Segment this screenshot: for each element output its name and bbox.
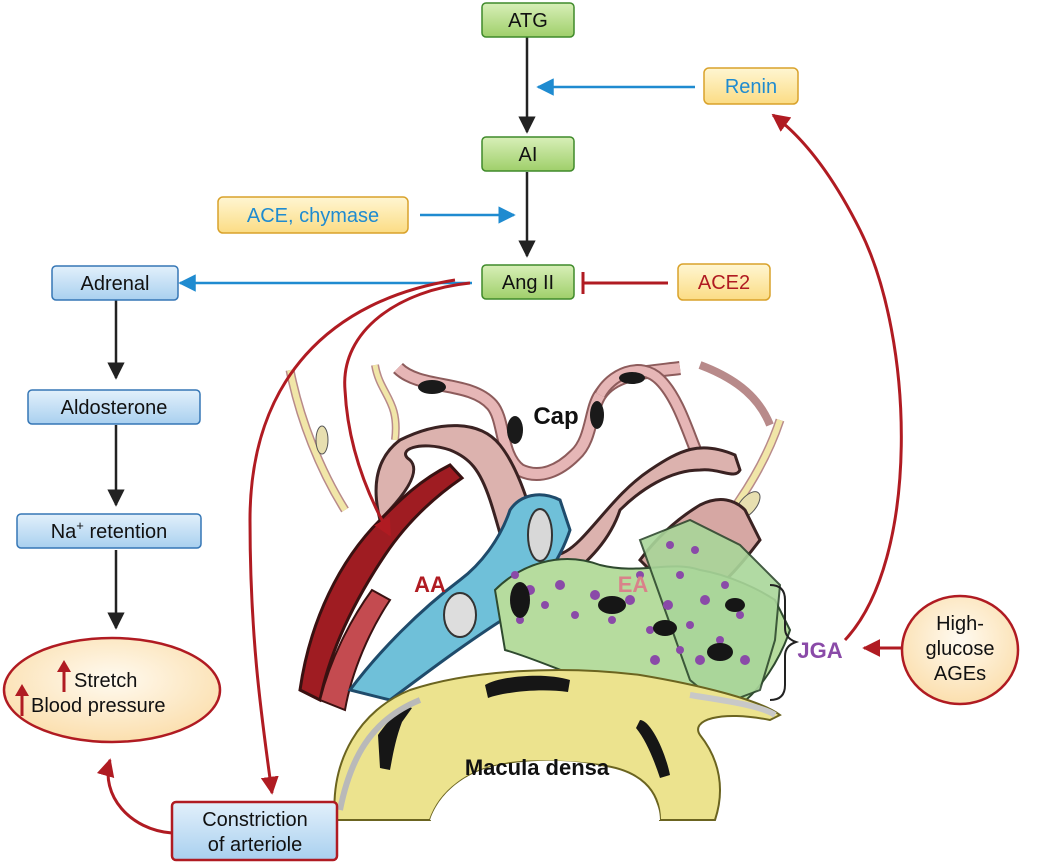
ang2-node: Ang II [481, 264, 575, 300]
adrenal-node: Adrenal [51, 265, 179, 301]
ace2-label: ACE2 [698, 272, 750, 294]
aa-label: AA [414, 572, 446, 597]
high-glucose-node: High- glucose AGEs [900, 594, 1020, 706]
na-retention-node: Na+ retention [16, 513, 202, 549]
blood-pressure-label: Blood pressure [31, 695, 166, 717]
atg-label: ATG [508, 10, 548, 32]
ang2-label: Ang II [502, 272, 554, 294]
ai-node: AI [481, 136, 575, 172]
macula-densa-nuclei [378, 675, 670, 778]
ea-label: EA [618, 572, 649, 597]
renin-node: Renin [703, 67, 799, 105]
na-retention-label: Na+ retention [51, 518, 168, 543]
ace-chymase-node: ACE, chymase [217, 196, 409, 234]
jg-cell-granules [511, 541, 750, 665]
ai-label: AI [519, 144, 538, 166]
up-arrow-icon [15, 684, 29, 716]
aldosterone-node: Aldosterone [27, 389, 201, 425]
constriction-node: Constriction of arteriole [170, 800, 339, 862]
pathway-arrows [96, 37, 903, 835]
up-arrow-icon [57, 660, 71, 692]
macula-densa-label: Macula densa [465, 755, 610, 780]
aldosterone-label: Aldosterone [61, 397, 168, 419]
renin-label: Renin [725, 76, 777, 98]
high-glucose-line1: High- [936, 613, 984, 635]
ace-chymase-label: ACE, chymase [247, 205, 379, 227]
adrenal-label: Adrenal [81, 273, 150, 295]
ace2-node: ACE2 [677, 263, 771, 301]
constriction-label-line2: of arteriole [208, 834, 303, 856]
constriction-label-line1: Constriction [202, 809, 308, 831]
atg-node: ATG [481, 2, 575, 38]
high-glucose-line2: glucose [926, 638, 995, 660]
stretch-label: Stretch [74, 670, 137, 692]
high-glucose-line3: AGEs [934, 663, 986, 685]
cap-label: Cap [533, 403, 578, 430]
jga-label: JGA [797, 638, 842, 663]
stretch-bp-node: Stretch Blood pressure [2, 636, 222, 744]
jga-illustration [285, 361, 800, 821]
